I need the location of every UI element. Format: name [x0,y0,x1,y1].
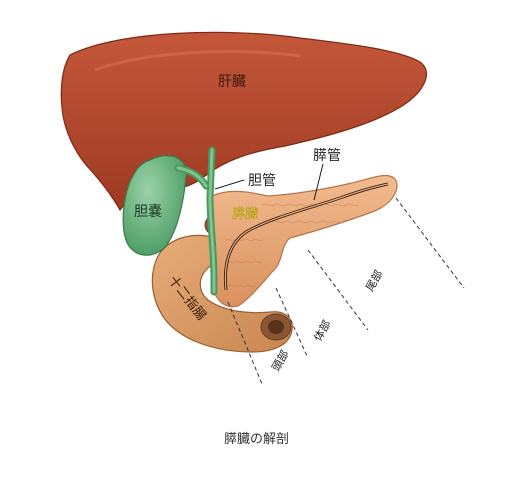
liver-label: 肝臓 [218,74,246,90]
region-dividers [227,197,465,385]
duodenum-opening-lower-inner [268,320,284,334]
pancreatic-duct-leader [313,163,324,201]
pancreas [211,174,398,308]
figure-caption: 膵臓の解剖 [223,432,289,447]
pancreas-label: 膵臓 [232,207,258,222]
pancreatic-duct-label: 膵管 [313,148,341,164]
duodenum [151,234,293,353]
pancreatic-duct-lumen [224,183,389,291]
bile-duct-label: 胆管 [248,173,276,189]
tail-label: 尾部 [362,267,385,293]
gallbladder [122,155,187,256]
head-label: 頭部 [268,347,291,373]
bile-duct-leader [214,179,245,190]
gallbladder-label: 胆嚢 [134,204,162,220]
pancreas-texture [225,203,359,288]
body-label: 体部 [310,317,333,343]
liver-highlight [94,50,301,72]
